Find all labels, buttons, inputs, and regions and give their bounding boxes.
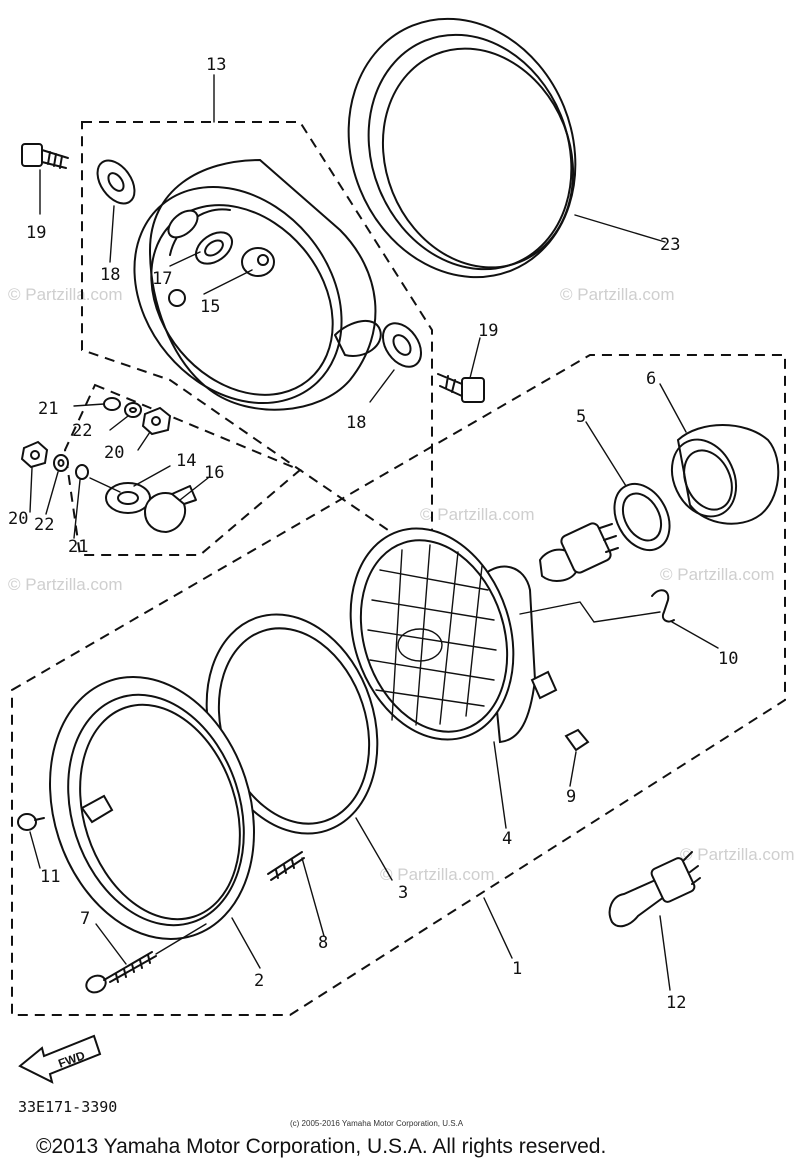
part-20-nut-upper[interactable] bbox=[141, 406, 172, 436]
label-16: 16 bbox=[204, 463, 224, 483]
part-22-washer-upper[interactable] bbox=[124, 402, 142, 418]
label-11: 11 bbox=[40, 867, 60, 887]
part-21-washer[interactable] bbox=[103, 397, 121, 411]
label-20-lower: 20 bbox=[8, 509, 28, 529]
watermark-3: © Partzilla.com bbox=[420, 505, 535, 524]
group-frame-13 bbox=[81, 121, 433, 562]
leader-10-axis bbox=[519, 601, 661, 623]
label-22-upper: 22 bbox=[72, 421, 92, 441]
diagram-code: 33E171-3390 bbox=[18, 1098, 117, 1116]
label-7: 7 bbox=[80, 909, 90, 929]
label-2: 2 bbox=[254, 971, 264, 991]
part-2-outer-rim[interactable] bbox=[17, 650, 286, 965]
part-18-damper-upper[interactable] bbox=[90, 154, 142, 211]
label-12: 12 bbox=[666, 993, 686, 1013]
label-10: 10 bbox=[718, 649, 738, 669]
label-17: 17 bbox=[152, 269, 172, 289]
part-14-retainer[interactable] bbox=[105, 482, 151, 514]
part-22-washer-lower[interactable] bbox=[53, 454, 69, 472]
part-12-bulb[interactable] bbox=[608, 851, 701, 928]
label-1: 1 bbox=[512, 959, 522, 979]
leader-lines bbox=[29, 74, 719, 991]
part-4-lens-unit[interactable] bbox=[324, 507, 558, 761]
part-9-clip[interactable] bbox=[564, 728, 590, 752]
axis-7 bbox=[155, 923, 207, 955]
part-5-ring[interactable] bbox=[603, 474, 680, 559]
part-13-housing[interactable] bbox=[92, 145, 385, 444]
label-5: 5 bbox=[576, 407, 586, 427]
part-4-bulb[interactable] bbox=[538, 521, 619, 582]
lens-pattern bbox=[367, 544, 497, 726]
label-9: 9 bbox=[566, 787, 576, 807]
leader-23 bbox=[574, 214, 666, 243]
group-frame-1 bbox=[11, 354, 786, 1016]
label-20-upper: 20 bbox=[104, 443, 124, 463]
watermark-2: © Partzilla.com bbox=[8, 575, 123, 594]
label-4: 4 bbox=[502, 829, 512, 849]
label-13: 13 bbox=[206, 55, 226, 75]
part-16-socket[interactable] bbox=[143, 485, 197, 534]
watermark-1: © Partzilla.com bbox=[8, 285, 123, 304]
label-18-upper: 18 bbox=[100, 265, 120, 285]
label-3: 3 bbox=[398, 883, 408, 903]
part-19-bolt-upper[interactable] bbox=[21, 143, 69, 169]
label-23: 23 bbox=[660, 235, 680, 255]
part-11-screw[interactable] bbox=[17, 813, 45, 831]
part-23-rim[interactable] bbox=[311, 0, 614, 312]
small-copyright: (c) 2005-2016 Yamaha Motor Corporation, … bbox=[290, 1119, 464, 1128]
part-7-screw[interactable] bbox=[84, 951, 157, 995]
fwd-arrow-icon: FWD bbox=[18, 1034, 102, 1084]
watermark-4: © Partzilla.com bbox=[560, 285, 675, 304]
part-15-grommet[interactable] bbox=[241, 247, 275, 277]
label-22-lower: 22 bbox=[34, 515, 54, 535]
label-21-lower: 21 bbox=[68, 537, 88, 557]
part-10-spring[interactable] bbox=[651, 589, 675, 623]
label-14: 14 bbox=[176, 451, 196, 471]
copyright-notice: ©2013 Yamaha Motor Corporation, U.S.A. A… bbox=[36, 1135, 606, 1158]
label-21: 21 bbox=[38, 399, 58, 419]
part-8-screw[interactable] bbox=[267, 851, 305, 881]
label-18-lower: 18 bbox=[346, 413, 366, 433]
label-15: 15 bbox=[200, 297, 220, 317]
label-19-upper: 19 bbox=[26, 223, 46, 243]
watermark-5: © Partzilla.com bbox=[660, 565, 775, 584]
group-frame-hardware bbox=[63, 383, 302, 556]
part-17-grommet[interactable] bbox=[190, 226, 238, 270]
label-8: 8 bbox=[318, 933, 328, 953]
part-labels: 13 19 18 17 15 23 19 18 21 22 20 14 16 2… bbox=[8, 55, 738, 1013]
label-6: 6 bbox=[646, 369, 656, 389]
part-20-nut-lower[interactable] bbox=[20, 440, 49, 469]
part-6-cover[interactable] bbox=[660, 424, 780, 527]
watermark-7: © Partzilla.com bbox=[680, 845, 795, 864]
watermark-6: © Partzilla.com bbox=[380, 865, 495, 884]
part-21-washer-lower[interactable] bbox=[75, 464, 89, 480]
hardware-axis bbox=[89, 477, 121, 493]
part-19-bolt-lower[interactable] bbox=[437, 373, 485, 403]
part-18-damper-lower[interactable] bbox=[375, 316, 429, 374]
label-19-lower: 19 bbox=[478, 321, 498, 341]
